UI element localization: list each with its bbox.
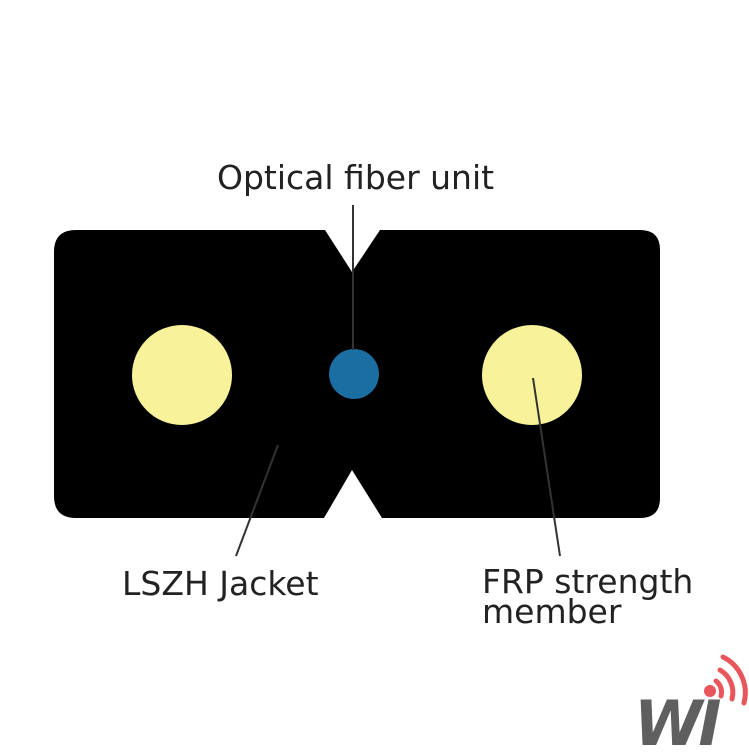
wi-logo: WI [634, 654, 748, 753]
leader-line-frp [532, 377, 561, 557]
optical-fiber-unit [329, 349, 379, 399]
frp-strength-member-left [132, 325, 232, 425]
label-optical-fiber-unit: Optical fiber unit [217, 158, 495, 197]
label-frp-strength-member: FRP strength member [482, 562, 694, 631]
label-frp-line2: member [482, 592, 622, 631]
label-lszh-jacket: LSZH Jacket [122, 564, 319, 603]
leader-line-jacket [235, 444, 279, 557]
wifi-signal-icon [704, 654, 748, 706]
logo-text: WI [634, 687, 720, 753]
label-frp-line1: FRP strength [482, 562, 694, 601]
frp-strength-member-right [482, 325, 582, 425]
